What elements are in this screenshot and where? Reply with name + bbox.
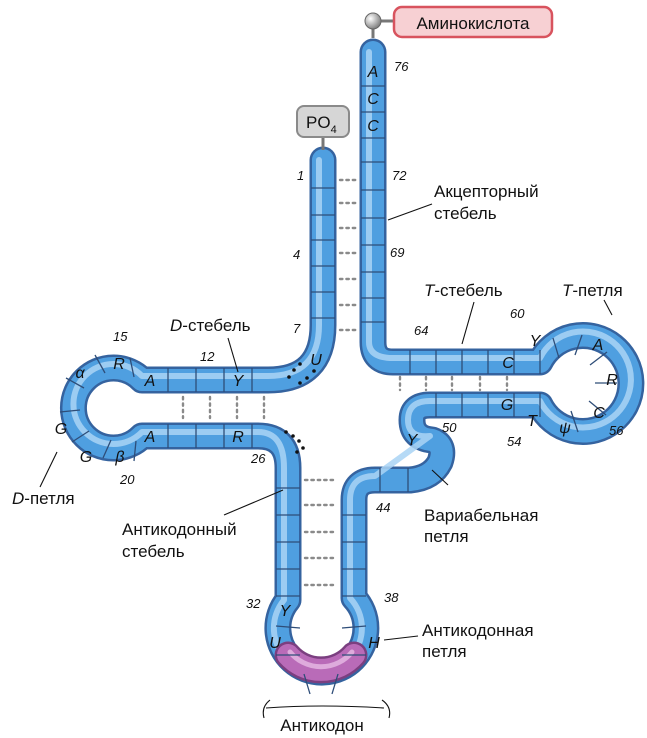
phosphate-group: PO4 — [297, 106, 349, 150]
base-d-g2: G — [80, 449, 92, 466]
num-72: 72 — [392, 168, 407, 183]
acceptor-stem-label: Акцепторный стебель — [434, 182, 543, 223]
base-d-alpha: α — [75, 365, 85, 382]
anticodon-stem-label: Антикодонный стебель — [122, 520, 241, 561]
num-69: 69 — [390, 245, 404, 260]
base-t-a: A — [592, 337, 604, 354]
base-t-psi: ψ — [559, 420, 571, 437]
anticodon-loop-label: Антикодонная петля — [422, 621, 538, 661]
base-d-y: Y — [233, 373, 245, 390]
t-loop-label: T-петля — [562, 281, 623, 300]
base-t-c1: C — [502, 355, 514, 372]
num-15: 15 — [113, 329, 128, 344]
num-38: 38 — [384, 590, 399, 605]
base-d-r1: R — [113, 356, 125, 373]
num-1: 1 — [297, 168, 304, 183]
num-7: 7 — [293, 321, 301, 336]
num-26: 26 — [250, 451, 266, 466]
num-76: 76 — [394, 59, 409, 74]
base-t-r: R — [606, 372, 618, 389]
d-loop-label: D-петля — [12, 489, 75, 508]
num-32: 32 — [246, 596, 261, 611]
base-acc-c2: C — [367, 118, 379, 135]
base-ac-u: U — [269, 635, 281, 652]
base-t-t: T — [527, 413, 538, 430]
base-ac-h: H — [368, 635, 380, 652]
base-d-g1: G — [55, 421, 67, 438]
d-stem-label: D-стебель — [170, 316, 251, 335]
base-d-u: U — [310, 352, 322, 369]
variable-loop-label: Вариабельная петля — [424, 506, 543, 546]
num-50: 50 — [442, 420, 457, 435]
base-t-y: Y — [530, 333, 542, 350]
anticodon-label: Антикодон — [280, 716, 363, 735]
num-12: 12 — [200, 349, 215, 364]
num-44: 44 — [376, 500, 390, 515]
base-d-beta: β — [114, 449, 124, 466]
t-stem-label: T-стебель — [424, 281, 503, 300]
num-4: 4 — [293, 247, 300, 262]
base-d-a2: A — [144, 429, 156, 446]
base-ac-y: Y — [280, 603, 292, 620]
base-acc-a: A — [367, 64, 379, 81]
num-60: 60 — [510, 306, 525, 321]
amino-acid-ball — [365, 13, 381, 29]
base-t-g: G — [501, 397, 513, 414]
num-64: 64 — [414, 323, 428, 338]
base-d-a1: A — [144, 373, 156, 390]
trna-strand — [73, 52, 630, 672]
base-v-y: Y — [407, 432, 419, 449]
base-d-r2: R — [232, 429, 244, 446]
base-acc-c1: C — [367, 91, 379, 108]
num-20: 20 — [119, 472, 135, 487]
num-54: 54 — [507, 434, 521, 449]
num-56: 56 — [609, 423, 624, 438]
amino-acid-group: Аминокислота — [365, 7, 552, 38]
amino-acid-label: Аминокислота — [416, 14, 530, 33]
base-t-c2: C — [593, 405, 605, 422]
